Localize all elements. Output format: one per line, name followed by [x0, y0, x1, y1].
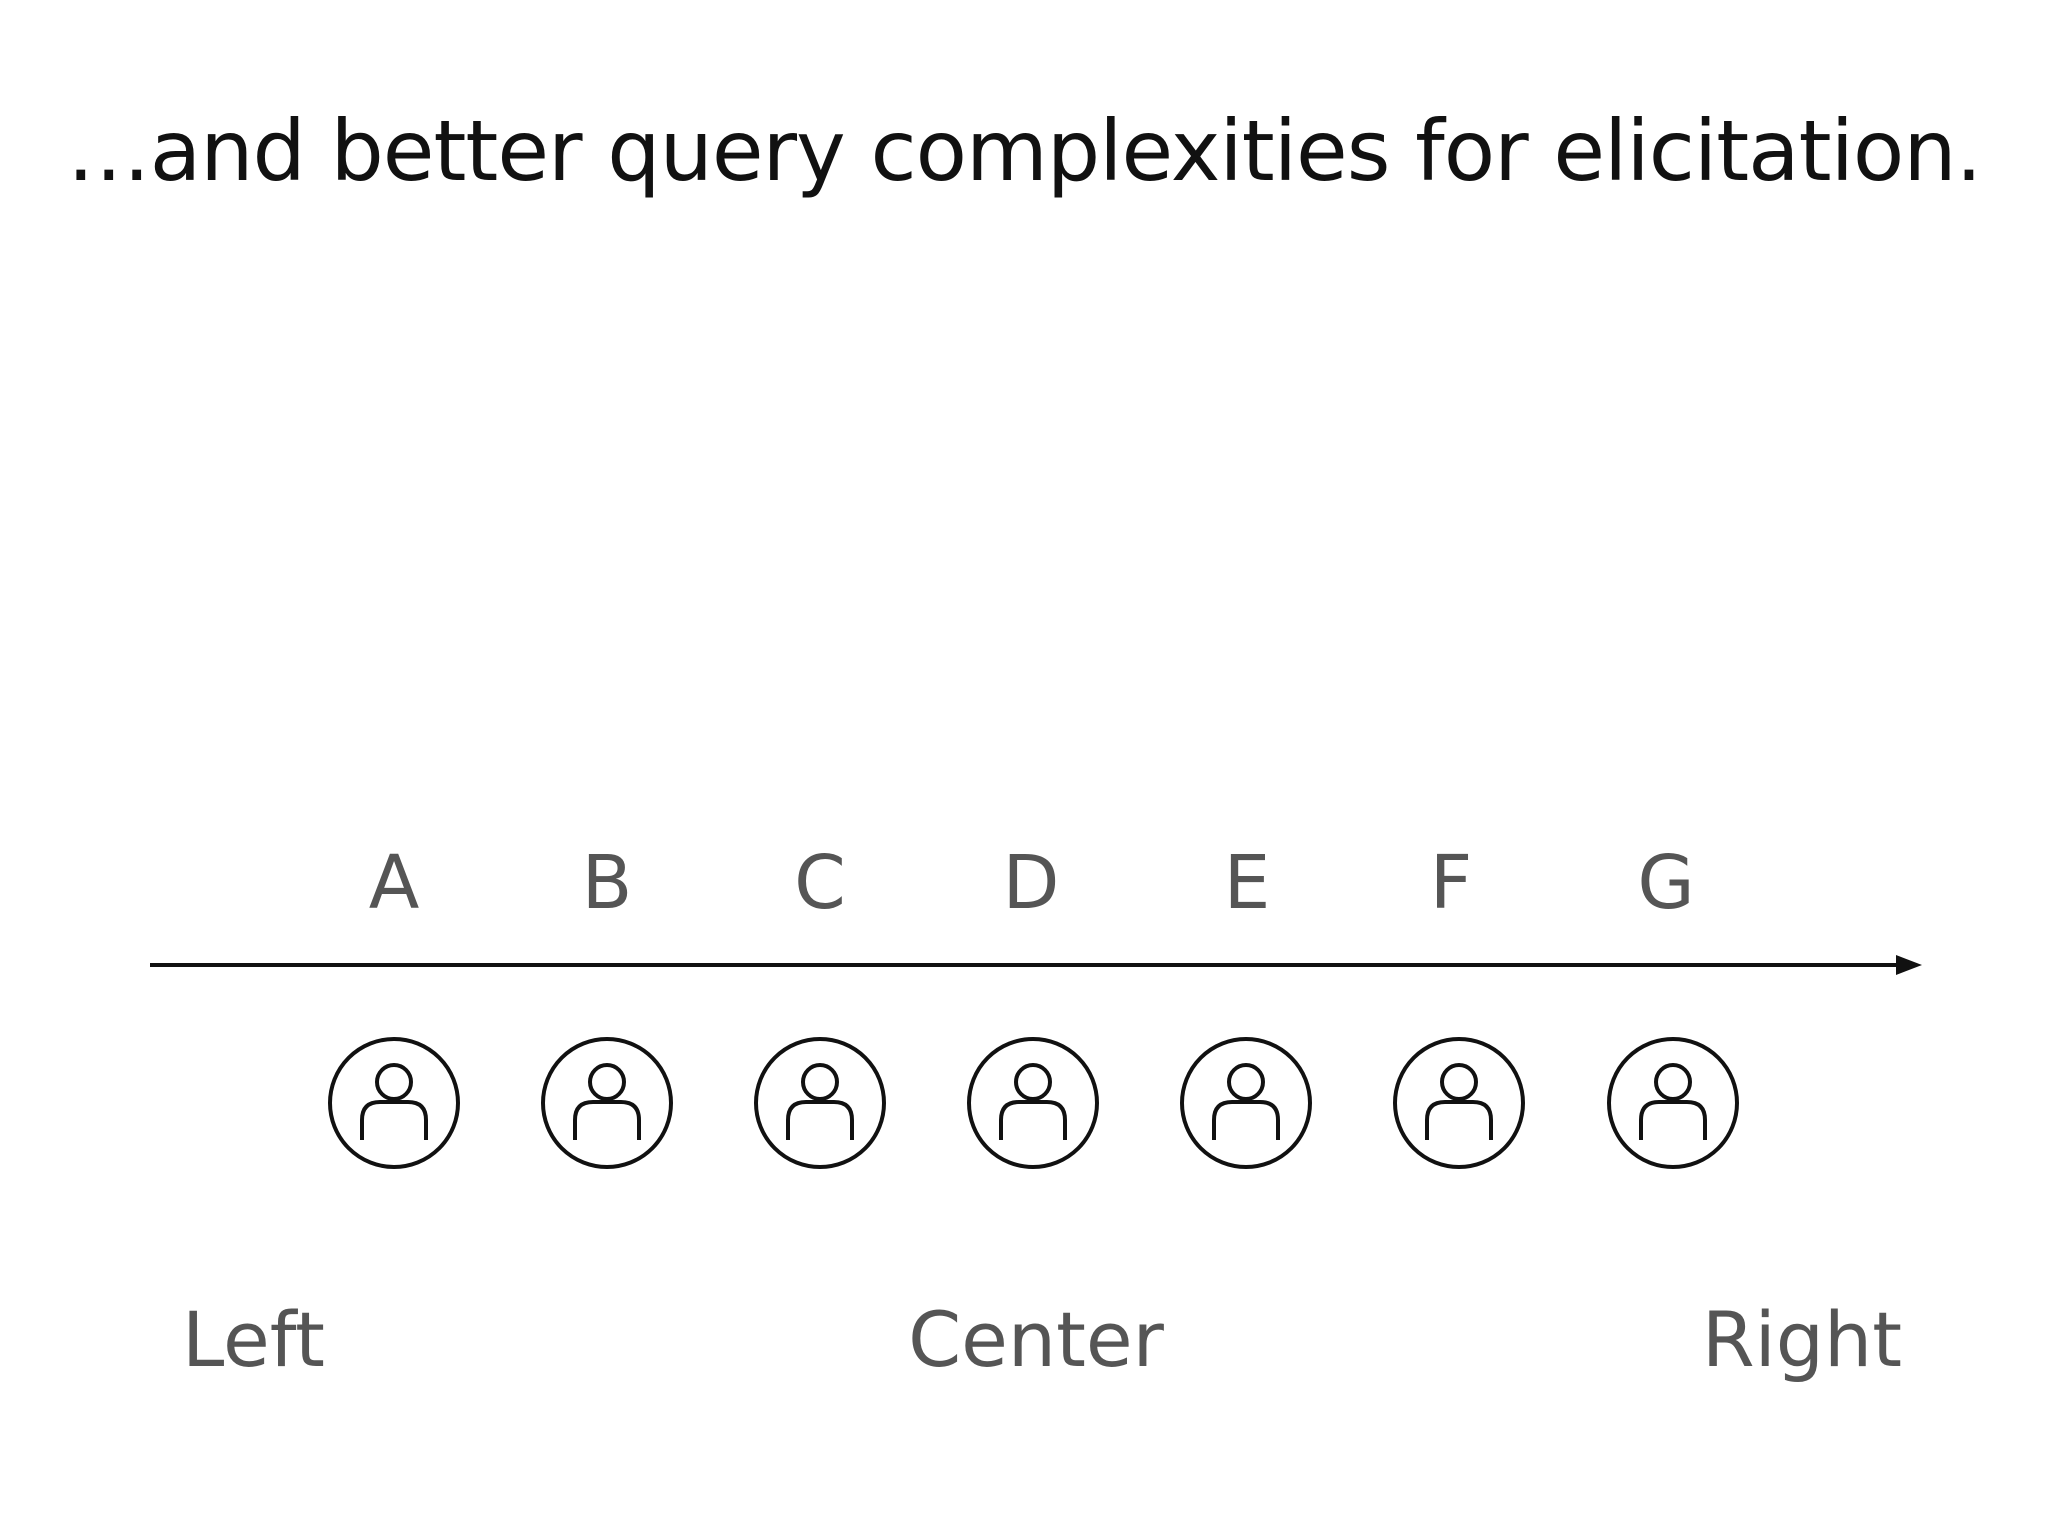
candidate-label-e: E: [1223, 840, 1271, 926]
voter-icon-4: [966, 1036, 1100, 1170]
voter-icon-5: [1179, 1036, 1313, 1170]
voter-icon-7: [1606, 1036, 1740, 1170]
axis-label-left: Left: [182, 1295, 325, 1384]
person-icon: [541, 1037, 673, 1169]
person-icon: [1607, 1037, 1739, 1169]
axis-label-center: Center: [908, 1295, 1164, 1384]
person-icon: [328, 1037, 460, 1169]
person-icon: [967, 1037, 1099, 1169]
voter-icon-3: [753, 1036, 887, 1170]
slide-title: …and better query complexities for elici…: [66, 102, 1983, 200]
candidate-label-d: D: [1002, 840, 1060, 926]
candidate-label-b: B: [581, 840, 633, 926]
axis-label-right: Right: [1701, 1295, 1902, 1384]
candidate-label-f: F: [1429, 840, 1473, 926]
person-icon: [1393, 1037, 1525, 1169]
candidate-label-c: C: [794, 840, 846, 926]
voter-icon-2: [540, 1036, 674, 1170]
axis-arrowhead-icon: [1896, 955, 1922, 975]
person-icon: [1180, 1037, 1312, 1169]
voter-icon-1: [327, 1036, 461, 1170]
candidate-label-a: A: [368, 840, 420, 926]
person-icon: [754, 1037, 886, 1169]
voter-icon-6: [1392, 1036, 1526, 1170]
candidate-label-g: G: [1637, 840, 1695, 926]
